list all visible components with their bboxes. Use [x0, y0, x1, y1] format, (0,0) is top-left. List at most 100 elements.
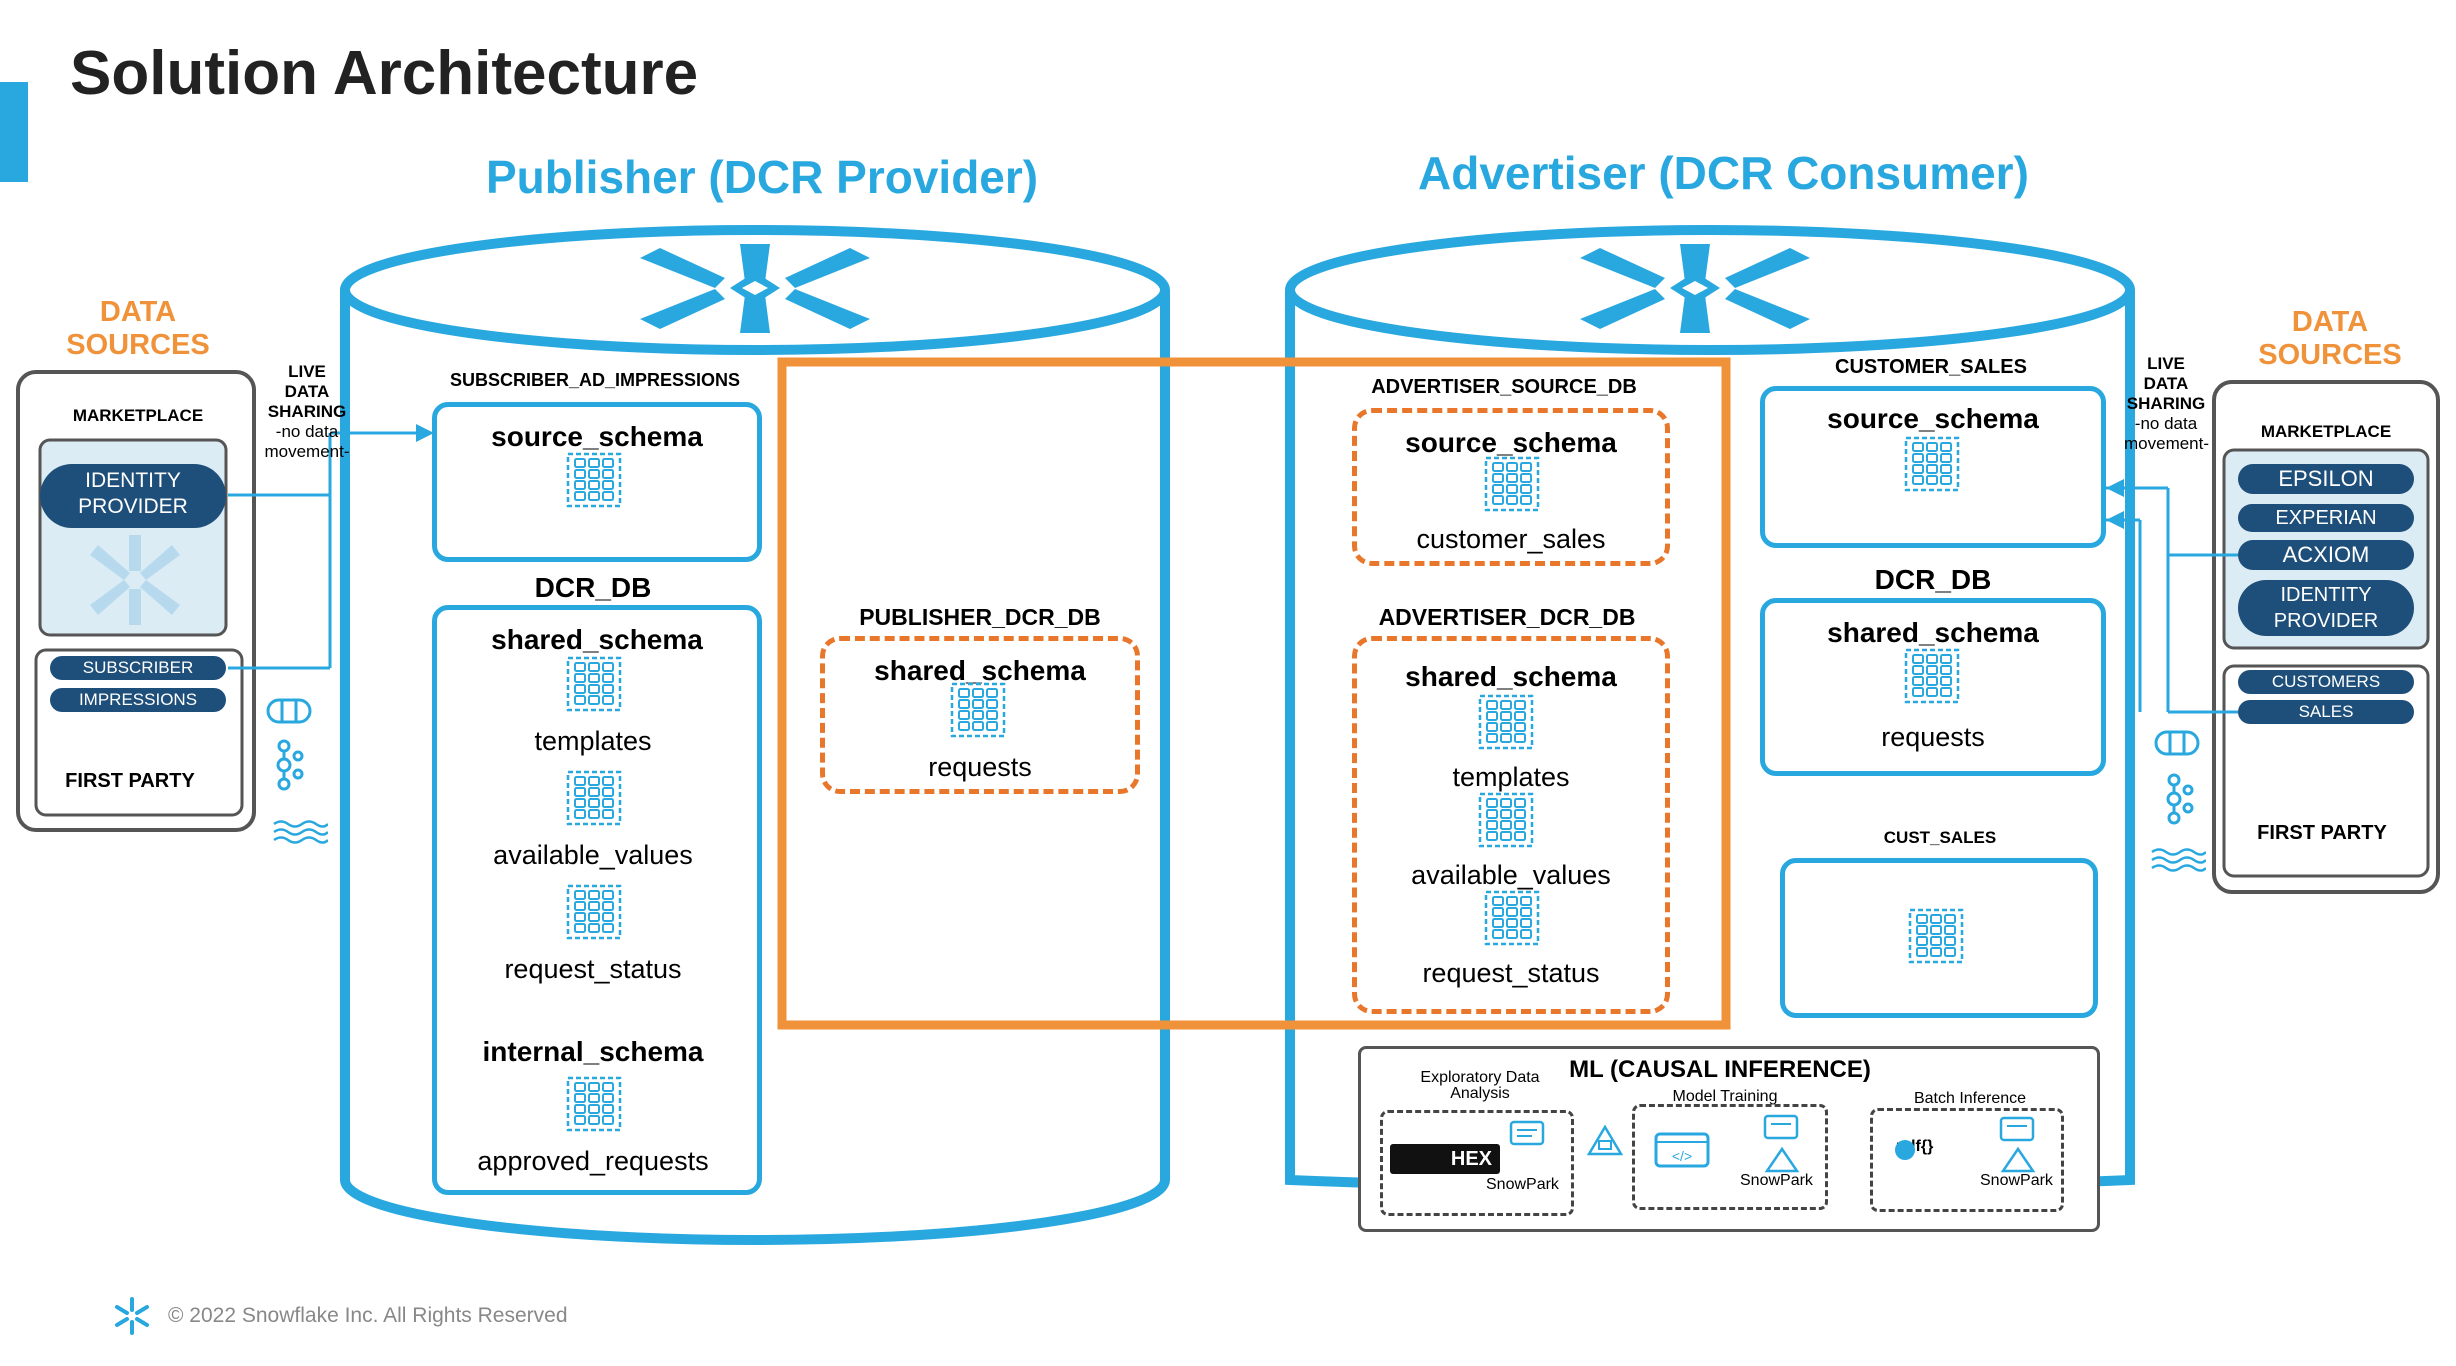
table-grid-icon [950, 682, 1006, 743]
ml-batch-box [1870, 1108, 2064, 1212]
advertiser-title: Advertiser (DCR Consumer) [1418, 147, 2029, 199]
table-grid-icon [566, 452, 622, 513]
stream-icon [2151, 848, 2206, 872]
connector-icon [266, 698, 312, 724]
snowflake-icon [640, 244, 870, 333]
publisher-table-request-status: request_status [504, 954, 682, 984]
center-table-requests: requests [928, 752, 1032, 782]
right-data-sources-title: DATA SOURCES [2258, 306, 2402, 371]
center-shared-schema-box: shared_schema [820, 636, 1140, 794]
snowflake-icon [115, 1297, 149, 1335]
ml-causal-inference-box [1358, 1046, 2100, 1232]
table-grid-icon [1478, 694, 1534, 755]
model-icon [1764, 1146, 1800, 1173]
notebook-icon [1763, 1114, 1799, 1140]
connector-icon [2154, 730, 2200, 756]
ml-batch-label: Batch Inference [1913, 1090, 2027, 1107]
table-grid-icon [566, 770, 622, 831]
publisher-table-available-values: available_values [493, 840, 693, 870]
table-grid-icon [1904, 436, 1960, 497]
advertiser-table-requests: requests [1881, 722, 1985, 752]
table-grid-icon [1904, 648, 1960, 709]
publisher-dcr-db-label: DCR_DB [534, 572, 652, 603]
svg-text:</>: </> [1672, 1148, 1692, 1164]
right-acxiom-pill: ACXIOM [2238, 540, 2414, 570]
right-identity-provider-pill: IDENTITY PROVIDER [2238, 580, 2414, 636]
advertiser-cs-source-schema-title: source_schema [1827, 403, 2039, 434]
advertiser-shared-schema-box: shared_schema [1352, 636, 1670, 1014]
left-identity-provider-pill: IDENTITY PROVIDER [40, 464, 226, 528]
table-grid-icon [566, 1076, 622, 1137]
left-marketplace-label: MARKETPLACE [72, 406, 204, 425]
footer-copyright: © 2022 Snowflake Inc. All Rights Reserve… [168, 1304, 568, 1327]
right-first-party-label: FIRST PARTY [2257, 822, 2387, 844]
left-first-party-label: FIRST PARTY [65, 770, 195, 792]
publisher-cylinder [340, 225, 1170, 1245]
cust-sales-label: CUST_SALES [1883, 828, 1997, 847]
table-grid-icon [1484, 456, 1540, 517]
right-arrow-head-2 [2106, 511, 2124, 529]
advertiser-table-request-status: request_status [1422, 958, 1600, 988]
publisher-table-approved-requests: approved_requests [477, 1146, 709, 1176]
kafka-icon [2166, 773, 2194, 825]
ml-training-box [1632, 1104, 1828, 1210]
publisher-shared-schema-title: shared_schema [491, 624, 703, 655]
notebook-icon [1999, 1116, 2035, 1142]
advertiser-dcr-db2-label: DCR_DB [1874, 564, 1992, 595]
table-grid-icon [566, 656, 622, 717]
advertiser-table-customer-sales: customer_sales [1416, 524, 1606, 554]
left-subscriber-pill: SUBSCRIBER [50, 656, 226, 680]
right-arrow-head-1 [2106, 479, 2124, 497]
ml-batch-snowpark: SnowPark [1980, 1172, 2053, 1189]
advertiser-shared-schema2-title: shared_schema [1827, 617, 2039, 648]
publisher-dcr-db-title: PUBLISHER_DCR_DB [859, 604, 1101, 630]
advertiser-source-schema-box: source_schema [1352, 408, 1670, 566]
kafka-icon [276, 739, 304, 791]
right-marketplace-label: MARKETPLACE [2260, 422, 2392, 441]
advertiser-dcr-db-label: ADVERTISER_DCR_DB [1378, 604, 1636, 630]
advertiser-source-schema-title: source_schema [1405, 427, 1617, 458]
ml-eda-label: Exploratory Data Analysis [1420, 1069, 1540, 1102]
left-impressions-pill: IMPRESSIONS [50, 688, 226, 712]
table-grid-icon [1478, 792, 1534, 853]
notebook-icon [1509, 1120, 1545, 1146]
ml-eda-snowpark: SnowPark [1486, 1176, 1559, 1193]
ml-training-label: Model Training [1672, 1088, 1778, 1105]
model-icon [2000, 1146, 2036, 1173]
right-customers-pill: CUSTOMERS [2238, 670, 2414, 694]
brain-icon [1895, 1140, 1915, 1160]
left-arrow-head [416, 424, 434, 442]
publisher-table-templates: templates [534, 726, 652, 756]
clean-room-frame [777, 357, 1731, 1030]
title-accent-bar [0, 82, 28, 182]
advertiser-cs-source-schema-box: source_schema [1760, 386, 2106, 548]
right-epsilon-pill: EPSILON [2238, 464, 2414, 494]
publisher-title: Publisher (DCR Provider) [486, 151, 1039, 203]
stream-icon [273, 820, 328, 844]
table-grid-icon [1908, 908, 1964, 969]
snowflake-icon [1580, 244, 1810, 333]
left-live-sharing-label: LIVE DATA SHARING -no data movement- [264, 362, 350, 461]
advertiser-source-db-label: ADVERTISER_SOURCE_DB [1371, 376, 1637, 398]
advertiser-shared-schema-title: shared_schema [1405, 661, 1617, 692]
ml-title: ML (CAUSAL INFERENCE) [1569, 1056, 1871, 1083]
right-live-sharing-label: LIVE DATA SHARING -no data movement- [2124, 354, 2210, 453]
publisher-internal-schema-title: internal_schema [482, 1036, 704, 1067]
table-grid-icon [1484, 890, 1540, 951]
center-shared-schema-title: shared_schema [874, 655, 1086, 686]
left-data-sources-title: DATA SOURCES [66, 296, 210, 361]
publisher-source-schema-title: source_schema [491, 421, 703, 452]
publisher-source-schema-box: source_schema [432, 402, 762, 562]
right-experian-pill: EXPERIAN [2238, 504, 2414, 532]
code-editor-icon: </> [1654, 1132, 1710, 1168]
model-icon [1586, 1124, 1624, 1156]
snowflake-icon [90, 535, 180, 625]
ml-eda-box [1380, 1110, 1574, 1216]
ml-training-snowpark: SnowPark [1740, 1172, 1813, 1189]
customer-sales-label: CUSTOMER_SALES [1835, 356, 2027, 378]
hex-logo: HEX [1390, 1144, 1500, 1174]
table-grid-icon [566, 884, 622, 945]
advertiser-table-available-values: available_values [1411, 860, 1611, 890]
subscriber-db-label: SUBSCRIBER_AD_IMPRESSIONS [449, 370, 741, 390]
page-title: Solution Architecture [70, 39, 699, 108]
